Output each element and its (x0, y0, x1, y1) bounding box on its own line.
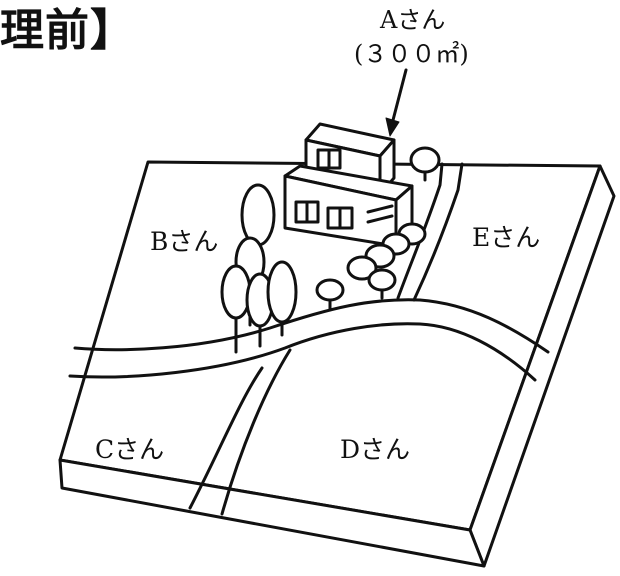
road-south-right-edge (220, 348, 292, 516)
road-main-lower-edge (68, 322, 537, 382)
arrow-a (390, 68, 408, 126)
label-c: Cさん (95, 435, 164, 464)
road-north-right-edge (412, 162, 464, 302)
house-a (283, 122, 414, 248)
label-a-name: Aさん (379, 6, 445, 34)
trees-b-lot (220, 183, 298, 354)
label-b: Bさん (150, 227, 218, 256)
arrow-a-head (385, 117, 400, 137)
shrubs-a-lot (315, 146, 441, 312)
label-d: Dさん (340, 435, 410, 464)
land-side-front (58, 458, 486, 568)
page-title: 理前】 (0, 5, 135, 56)
label-e: Eさん (472, 223, 540, 252)
road-main-upper-edge (73, 298, 550, 354)
label-a-area: (３００㎡) (354, 40, 469, 68)
road-south-left-edge (188, 366, 264, 510)
